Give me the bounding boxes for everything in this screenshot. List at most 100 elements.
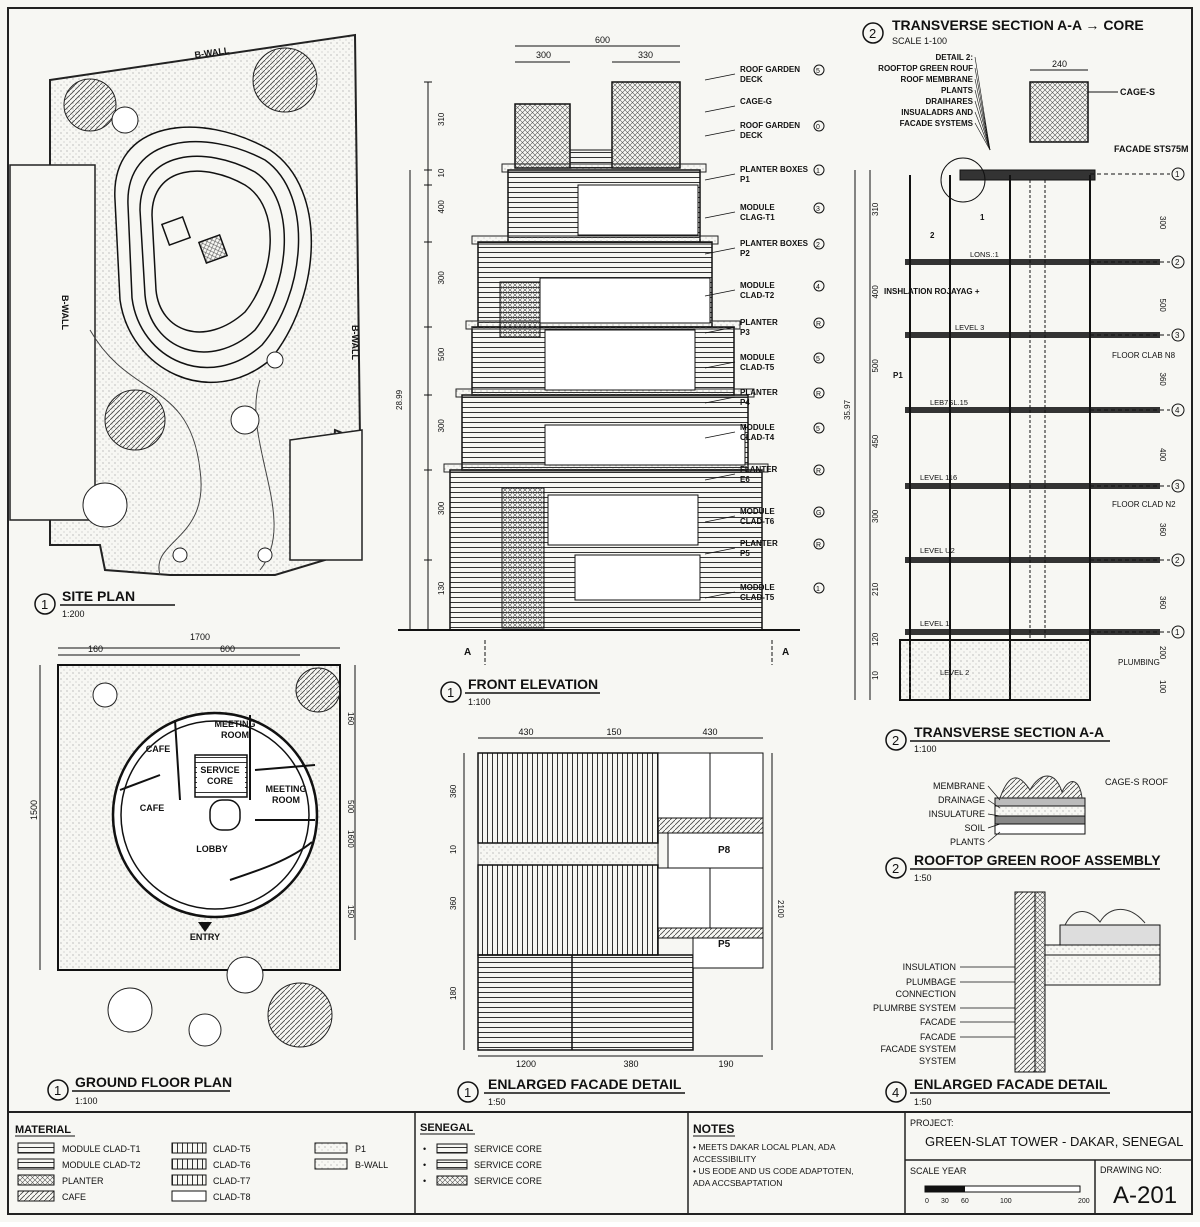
material-heading: MATERIAL [15,1124,71,1136]
notes-list: • MEETS DAKAR LOCAL PLAN, ADAACCESSIBILI… [693,1142,854,1188]
callout-badge [813,64,825,76]
callout-badge [813,422,825,434]
cage-panel [499,281,541,338]
foundation [899,639,1091,701]
planter-tag: P5 [718,939,731,950]
detail-circle [940,157,986,203]
dimension-label: 1600 [346,830,355,848]
insulation-label: INSHLATION ROJAYAG + [884,287,980,296]
drawing-number: 4 [892,1085,899,1100]
drawing-title: TRANSVERSE SECTION A-A → CORE [892,17,1144,33]
callout-number: 1 [816,168,820,175]
entry-arrow [198,922,212,932]
facade-label: FACADE STS75M [1114,144,1189,154]
callout-label: DETAIL 2: [936,53,973,62]
cage-panel [501,487,545,629]
callout-label: CLAD-T5 [740,363,775,372]
legend-swatch [436,1175,468,1186]
legend-swatch [171,1174,207,1186]
callout-label: INSUALADRS AND [901,108,973,117]
floor-slab [905,407,1160,413]
drawing-number-badge [885,857,907,879]
window-panel [547,494,699,546]
dimension-label: 1200 [516,1059,536,1069]
drawing-number: 1 [447,685,454,700]
callout-label: PLANTER BOXES [740,239,809,248]
dimension-label: 430 [518,727,533,737]
dimension-label: 300 [437,501,446,515]
dimension-label: 500 [437,347,446,361]
site-plan: B-WALL B-WALL B-WALL 1 SITE PLAN 1:200 [9,33,363,619]
wall-label: B-WALL [194,45,231,60]
drawing-title: TRANSVERSE SECTION A-A [914,724,1104,740]
callout-badge [813,202,825,214]
dimension-label: 600 [595,35,610,45]
dimension-label: 1700 [190,632,210,642]
dimension-label: 10 [449,845,458,854]
note-line: ADA ACCSBAPTATION [693,1178,782,1188]
grid-badge [1171,403,1185,417]
callout-label: MODDLE [740,583,775,592]
drawing-title: ENLARGED FACADE DETAIL [914,1076,1108,1092]
legend-swatch [171,1142,207,1154]
legend-swatch [171,1158,207,1170]
drawing-scale: 1:50 [488,1097,506,1107]
scale-tick: 0 [925,1198,929,1205]
room-label: ENTRY [190,932,220,942]
callout-number: 1 [816,586,820,593]
window-panel [539,277,711,324]
dimension-label: 300 [437,271,446,285]
legend-label: P1 [355,1144,366,1154]
dimension-label: 500 [871,359,880,373]
room-label: MEETING [214,719,255,729]
legend-label: CLAD-T6 [213,1160,251,1170]
grid-badge [1171,328,1185,342]
drawing-scale: 1:100 [914,744,937,754]
cladding-module [449,469,763,631]
dimension-label: 450 [871,434,880,448]
callout-label: MODULE [740,353,775,362]
grid-number: 2 [1175,556,1180,565]
dimension-label: 10 [437,168,446,177]
legend-swatch [17,1174,55,1186]
senegal-legend: •SERVICE CORE•SERVICE CORE•SERVICE CORE [423,1143,542,1186]
level-label: LONS.:1 [970,250,999,259]
facade-label: FACADE STS75M [1114,144,1189,154]
legend-label: PLANTER [62,1176,104,1186]
drawing-scale: 1:100 [75,1096,98,1106]
callout-label: ROOF GARDEN [740,121,800,130]
window-panel [577,184,699,236]
facade-detail-label: FACADE [920,1032,956,1042]
drawing-title: GROUND FLOOR PLAN [75,1074,232,1090]
drawing-title: SITE PLAN [62,588,135,604]
legend-label: B-WALL [355,1160,388,1170]
callout-badge [813,387,825,399]
tree [92,667,341,1048]
dimension-label: 360 [1158,373,1167,387]
callout-label: MODULE [740,281,775,290]
drawing-scale: 1:50 [914,1097,932,1107]
callout-label: P5 [740,549,750,558]
floor-clab-label: FLOOR CLAD N2 [1112,500,1176,509]
roof-cage [1029,81,1089,143]
roof-cage [514,81,681,169]
dimension-label: 160 [346,712,355,726]
layer-label: MEMBRANE [933,781,985,791]
dimension-label: 500 [346,800,355,814]
callout-number: R [816,542,821,549]
planter-band [471,235,719,245]
legend-label: CLAD-T8 [213,1192,251,1202]
floor-slab [905,629,1160,635]
callout-label: PLANTS [941,86,974,95]
callout-badge [813,280,825,292]
dimension-label: 210 [871,582,880,596]
callout-badge [813,464,825,476]
window-panel [574,554,701,601]
drawing-number-badge [440,681,462,703]
facade-detail-label: PLUMRBE SYSTEM [873,1003,956,1013]
